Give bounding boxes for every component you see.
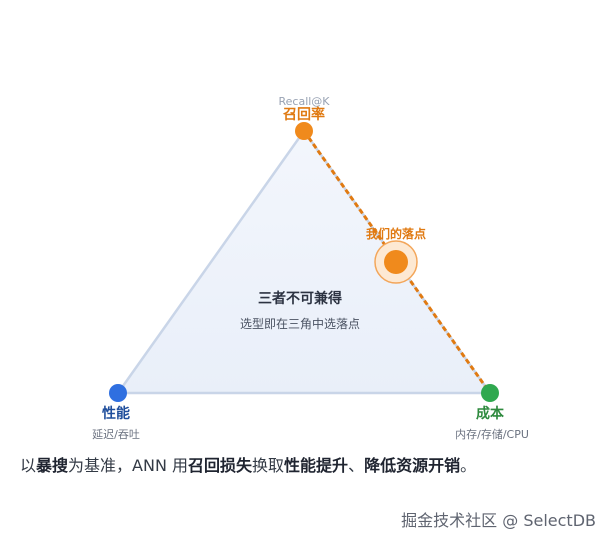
- caption-part: 换取: [252, 456, 285, 475]
- recall-label: 召回率: [283, 107, 325, 123]
- caption-part: 以: [20, 456, 37, 475]
- cost-sublabel: 内存/存储/CPU: [455, 428, 529, 441]
- recall-sublabel: Recall@K: [278, 95, 330, 108]
- caption-part-bold: 召回损失: [188, 456, 253, 475]
- cost-label: 成本: [476, 406, 504, 422]
- center-subtitle: 选型即在三角中选落点: [239, 317, 361, 331]
- caption-part: 、: [348, 456, 365, 475]
- caption-part: 为基准，ANN 用: [68, 456, 189, 475]
- cost-vertex-dot: [481, 384, 499, 402]
- performance-vertex-dot: [109, 384, 127, 402]
- watermark: 掘金技术社区 @ SelectDB: [401, 511, 596, 530]
- caption-part-bold: 降低资源开销: [364, 456, 461, 475]
- recall-vertex-dot: [295, 122, 313, 140]
- our-point-label: 我们的落点: [365, 227, 427, 241]
- caption-part: 。: [460, 456, 477, 475]
- caption-part-bold: 暴搜: [36, 456, 69, 475]
- center-title: 三者不可兼得: [258, 291, 342, 307]
- performance-label: 性能: [102, 406, 130, 422]
- caption-part-bold: 性能提升: [284, 456, 349, 475]
- our-point-dot: [384, 250, 408, 274]
- performance-sublabel: 延迟/吞吐: [92, 428, 140, 441]
- caption-line: 以暴搜为基准，ANN 用召回损失换取性能提升、降低资源开销。: [20, 456, 476, 475]
- trade-off-triangle: [116, 129, 492, 395]
